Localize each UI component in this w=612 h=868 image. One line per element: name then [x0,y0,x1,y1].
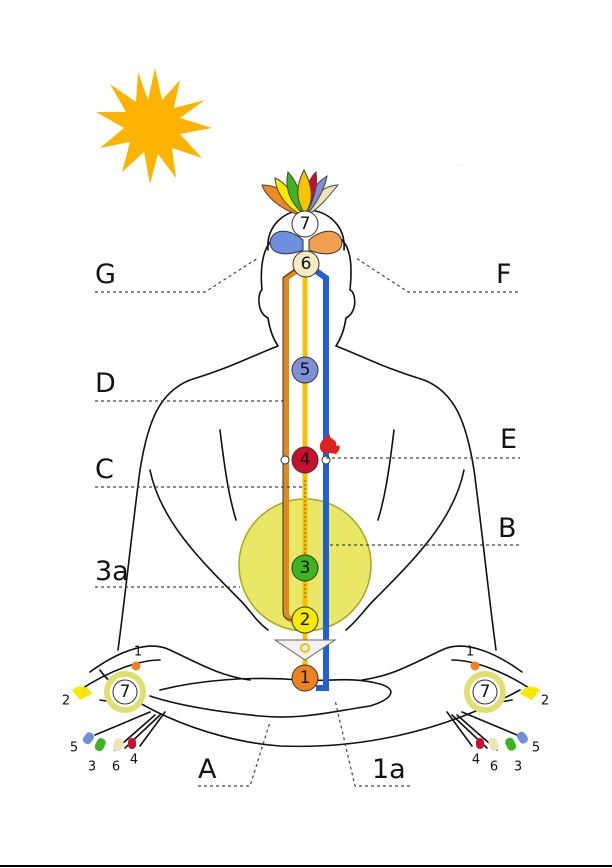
diagram-label: 4 [300,450,311,470]
diagram-shape [291,664,319,692]
label-E: E [500,424,517,455]
diagram-shape [446,659,533,751]
diagram-shape [79,659,166,751]
diagram-shape [149,677,392,718]
moon-icon [427,100,495,165]
ida-channel-inner [282,267,298,621]
diagram-shape [291,356,319,384]
diagram-label: 6 [112,760,120,775]
diagram-shape [292,250,320,278]
label-3a: 3a [95,556,129,587]
diagram-label: 1 [466,645,474,660]
diagram-shape [334,699,410,787]
diagram-label: 6 [301,254,312,274]
diagram-shape [219,429,237,521]
diagram-label: 7 [120,682,131,702]
wrist-dot-left [131,661,141,671]
label-B: B [498,513,517,544]
diagram-label: 7 [480,682,491,702]
diagram-shape [128,738,136,749]
diagram-label: 2 [62,694,70,709]
diagram-shape [291,446,319,474]
diagram-shape [488,737,499,751]
leader-lines [95,257,520,787]
diagram-shape [505,737,517,751]
diagram-shape [335,239,497,651]
chakra-3: 3 [291,554,319,582]
wrist-dot-right [470,661,480,671]
chakra-6: 6 [292,250,320,278]
diagram-shape [291,606,319,634]
diagram-label: 4 [472,753,480,768]
diagram-shape [472,679,498,705]
label-F: F [496,259,512,290]
diagram-shape [355,257,518,293]
diagram-label: 6 [490,760,498,775]
diagram-shape [89,645,251,681]
diagram-shape [117,239,279,651]
diagram-shape [476,738,484,749]
thumb-tip-right [520,686,540,700]
diagram-label: 3 [300,558,311,578]
diagram-label: 7 [300,214,311,234]
diagram-label: 2 [300,610,311,630]
diagram-shape [82,732,94,745]
granthi-right [321,455,331,465]
diagram-shape [95,257,259,293]
fire-icon [319,434,340,454]
label-A: A [198,754,217,785]
diagram-shape [112,679,138,705]
label-1a: 1a [372,754,406,785]
diagram-shape [345,469,465,631]
diagram-shape [291,554,319,582]
kundalini-coil [300,643,310,653]
diagram-shape [297,168,312,215]
diagram-label: 4 [130,753,138,768]
label-D: D [95,368,116,399]
diagram-label: 5 [70,741,78,756]
diagram-shape [377,429,395,521]
ajna-wing-left [269,230,304,255]
granthi-left [280,455,290,465]
diagram-shape [94,738,106,752]
diagram-shape [291,210,319,238]
diagram-label: 3 [514,760,522,775]
right-hand: 7 1 2 5 3 6 4 [446,645,549,775]
diagram-label: 1 [134,645,142,660]
chakra-5: 5 [291,356,319,384]
pingala-channel [310,265,329,691]
chakra-2: 2 [291,606,319,634]
diagram-label: 2 [541,694,549,709]
diagram-label: 3 [88,760,96,775]
label-C: C [95,454,114,485]
crown-lotus [261,168,340,216]
muladhara-triangle [273,639,337,661]
ajna-wing-right [308,230,343,255]
diagram-label: 5 [532,741,540,756]
sun-icon [96,68,212,184]
diagram-shape [149,469,269,631]
diagram-shape [516,731,528,744]
thumb-tip-left [72,686,92,700]
diagram-shape [112,738,124,752]
chakra-7: 7 [291,210,319,238]
chakra-1: 1 [291,664,319,692]
left-hand: 7 1 2 5 3 6 4 [62,645,166,775]
diagram-shape [361,645,523,681]
diagram-label: 5 [300,360,311,380]
chakra-4: 4 [291,446,319,474]
diagram-shape [198,721,271,787]
label-G: G [95,259,116,290]
diagram-label: 1 [300,668,311,688]
